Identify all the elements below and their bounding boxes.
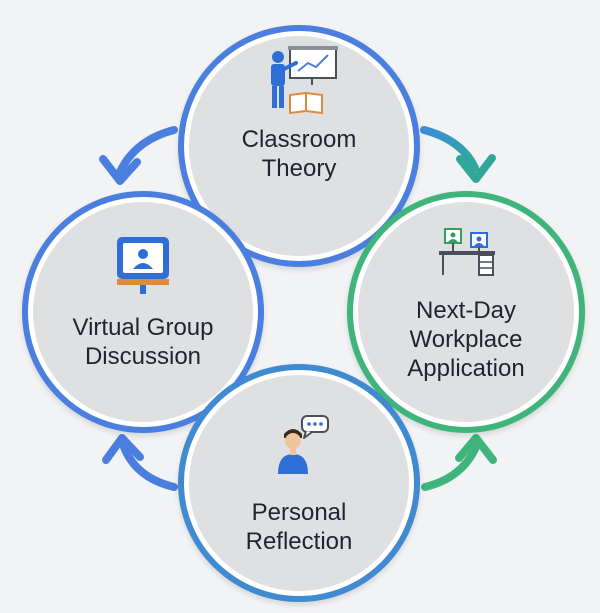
node-personal-reflection: Personal Reflection (178, 364, 420, 602)
arrow-classroom-to-workplace (420, 126, 479, 172)
arrow-classroom-to-virtual-head (99, 155, 141, 185)
personal-reflection-label: Personal Reflection (245, 499, 353, 555)
workplace-application-label: Next-Day Workplace Application (407, 297, 525, 382)
arrow-classroom-to-virtual (116, 126, 178, 176)
arrow-reflection-to-virtual (120, 443, 178, 491)
monitor-video-call-icon (117, 237, 169, 294)
node-next-day-workplace-application: Next-Day Workplace Application (347, 191, 585, 433)
virtual-group-discussion-label: Virtual Group Discussion (72, 314, 214, 370)
classroom-theory-label: Classroom Theory (241, 126, 357, 182)
office-desk-computer-icon (439, 228, 495, 276)
arrow-workplace-to-reflection (421, 443, 480, 491)
teacher-whiteboard-icon (271, 46, 338, 115)
arrow-classroom-to-workplace-head (456, 154, 496, 183)
arrow-workplace-to-reflection-head (455, 434, 497, 464)
arrow-reflection-to-virtual-head (102, 434, 144, 464)
person-thinking-speech-bubble-icon (278, 415, 329, 474)
